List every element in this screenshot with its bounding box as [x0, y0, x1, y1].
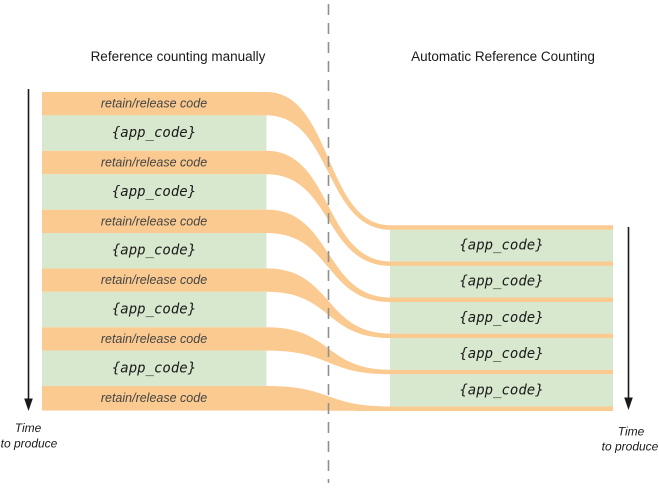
ribbon-6 [42, 386, 391, 411]
separator-line-3 [390, 297, 613, 302]
separator-line-1 [390, 225, 613, 230]
right-stack-labels: {app_code} {app_code} {app_code} {app_co… [459, 238, 543, 399]
right-app-bar-2 [390, 265, 613, 298]
overhead-ribbons [42, 92, 391, 411]
left-overhead-label-1: retain/release code [101, 97, 207, 111]
right-app-label-5: {app_code} [459, 382, 543, 398]
left-app-bar-5 [42, 350, 267, 386]
right-app-bar-1 [390, 229, 613, 262]
left-overhead-label-2: retain/release code [101, 156, 207, 170]
left-app-label-1: {app_code} [112, 125, 196, 141]
left-app-label-5: {app_code} [112, 360, 196, 376]
left-app-bar-2 [42, 174, 267, 210]
left-app-bar-3 [42, 233, 267, 269]
ribbon-5 [42, 327, 391, 375]
right-app-bar-3 [390, 302, 613, 334]
right-time-axis-arrowhead-icon [624, 397, 633, 410]
left-column-title: Reference counting manually [91, 49, 266, 64]
right-app-label-2: {app_code} [459, 274, 543, 290]
right-time-label-line2: to produce [602, 440, 659, 454]
left-stack-labels: retain/release code {app_code} retain/re… [101, 97, 207, 406]
left-app-label-4: {app_code} [112, 302, 196, 318]
ribbon-2 [42, 150, 391, 266]
left-overhead-label-5: retain/release code [101, 332, 207, 346]
separator-line-4 [390, 333, 613, 339]
right-time-axis: Time to produce [602, 227, 659, 454]
right-separator-lines [390, 225, 613, 411]
ribbon-1 [42, 92, 391, 230]
separator-line-5 [390, 369, 613, 375]
left-overhead-label-3: retain/release code [101, 214, 207, 228]
right-time-label-line1: Time [618, 425, 645, 439]
left-app-label-2: {app_code} [112, 184, 196, 200]
ribbon-4 [42, 268, 391, 339]
left-time-axis: Time to produce [1, 89, 58, 451]
ribbon-3 [42, 209, 391, 302]
right-app-label-1: {app_code} [459, 238, 543, 254]
left-app-bar-4 [42, 291, 267, 328]
right-app-bar-5 [390, 374, 613, 407]
left-time-label-line1: Time [15, 421, 42, 435]
left-time-axis-arrowhead-icon [24, 398, 33, 411]
right-column-title: Automatic Reference Counting [411, 49, 595, 64]
right-app-bar-4 [390, 338, 613, 370]
separator-line-2 [390, 261, 613, 266]
right-app-bars [390, 229, 613, 407]
left-app-label-3: {app_code} [112, 243, 196, 259]
left-overhead-label-6: retain/release code [101, 391, 207, 405]
left-app-bar-1 [42, 115, 267, 151]
left-time-label-line2: to produce [1, 437, 58, 451]
right-app-label-3: {app_code} [459, 310, 543, 326]
left-overhead-label-4: retain/release code [101, 273, 207, 287]
left-app-bars [42, 115, 267, 386]
separator-line-6 [390, 406, 613, 411]
right-app-label-4: {app_code} [459, 346, 543, 362]
